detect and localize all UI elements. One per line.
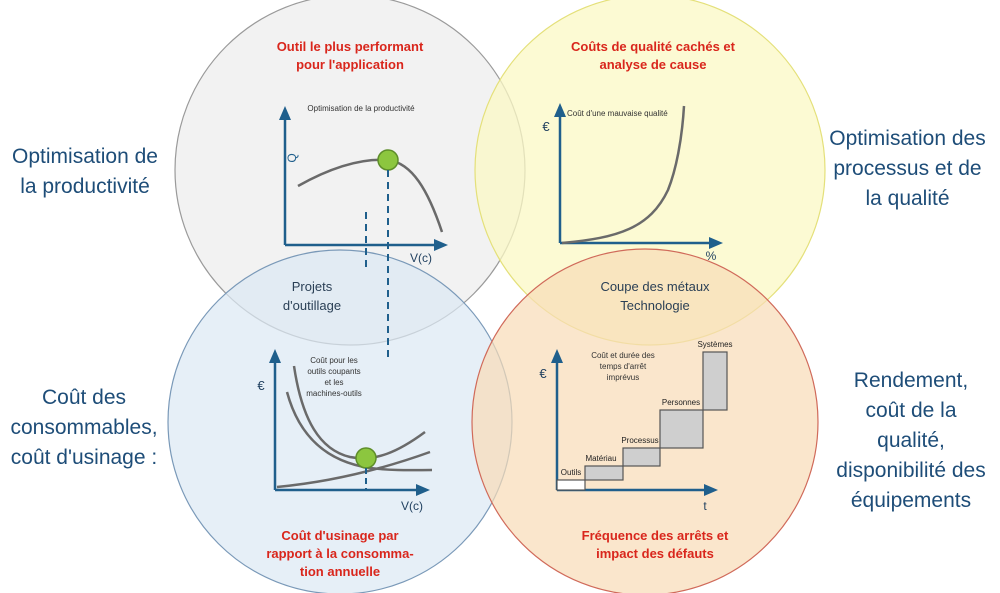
side-label-bottom-left: Coût des consommables, coût d'usinage : (10, 386, 158, 469)
downtime-y-arrow (551, 349, 563, 363)
quality-y-arrow (554, 103, 566, 117)
machining-graph-title-2: outils coupants (307, 367, 360, 376)
machining-cost-graph: Coût pour les outils coupants et les mac… (257, 349, 433, 513)
total-cost-curve (292, 365, 426, 460)
circle-bottom-right (471, 248, 819, 593)
productivity-graph: Optimisation de la productivité Q V(c) (279, 104, 448, 265)
side-label-bottom-right: Rendement, coût de la qualité, disponibi… (836, 369, 986, 512)
productivity-x-arrow (434, 239, 448, 251)
machining-x-arrow (416, 484, 430, 496)
downtime-x-label: t (703, 499, 707, 513)
quality-y-label: € (542, 119, 550, 134)
side-label-top-right: Optimisation des processus et de la qual… (829, 127, 986, 210)
step-label-processus: Processus (621, 436, 658, 445)
downtime-graph-title-1: Coût et durée des (591, 351, 655, 360)
step-outils (556, 479, 586, 491)
quality-cost-curve (561, 105, 686, 245)
machining-graph-title-3: et les (324, 378, 343, 387)
productivity-x-label: V(c) (410, 251, 432, 265)
quality-graph-title: Coût d'une mauvaise qualité (567, 109, 668, 118)
quality-cost-graph: Coût d'une mauvaise qualité € % (542, 103, 723, 263)
circle-title-top-right: Coûts de qualité cachés et analyse de ca… (571, 39, 735, 72)
side-label-top-left: Optimisation de la productivité (12, 145, 158, 198)
step-processus (622, 447, 661, 467)
overlap-label-right: Coupe des métaux Technologie (600, 279, 710, 313)
overlap-label-left: Projets d'outillage (282, 279, 342, 313)
quality-x-label: % (706, 249, 717, 263)
step-materiau (584, 465, 624, 481)
productivity-y-label: Q (285, 153, 299, 162)
machining-optimum-marker (355, 447, 377, 469)
downtime-graph-title-3: imprévus (607, 373, 639, 382)
circle-title-bottom-left: Coût d'usinage par rapport à la consomma… (266, 528, 414, 579)
machine-cost-curve (276, 450, 431, 489)
machining-y-arrow (269, 349, 281, 363)
downtime-x-arrow (704, 484, 718, 496)
step-label-outils: Outils (561, 468, 581, 477)
step-label-materiau: Matériau (585, 454, 616, 463)
productivity-y-arrow (279, 106, 291, 120)
circle-title-top-left: Outil le plus performant pour l'applicat… (276, 39, 424, 72)
downtime-y-label: € (539, 366, 547, 381)
circle-title-bottom-right: Fréquence des arrêts et impact des défau… (581, 528, 729, 561)
downtime-graph-title-2: temps d'arrêt (600, 362, 647, 371)
machining-y-label: € (257, 378, 265, 393)
productivity-optimum-marker (377, 149, 399, 171)
downtime-graph: Outils Matériau Processus Personnes Syst… (539, 340, 732, 513)
machining-x-label: V(c) (401, 499, 423, 513)
productivity-graph-title: Optimisation de la productivité (307, 104, 415, 113)
step-label-personnes: Personnes (662, 398, 700, 407)
step-personnes (659, 409, 704, 449)
step-systemes (702, 351, 728, 411)
machining-graph-title-1: Coût pour les (310, 356, 358, 365)
quality-x-arrow (709, 237, 723, 249)
machining-graph-title-4: machines-outils (306, 389, 362, 398)
step-label-systemes: Systèmes (697, 340, 732, 349)
